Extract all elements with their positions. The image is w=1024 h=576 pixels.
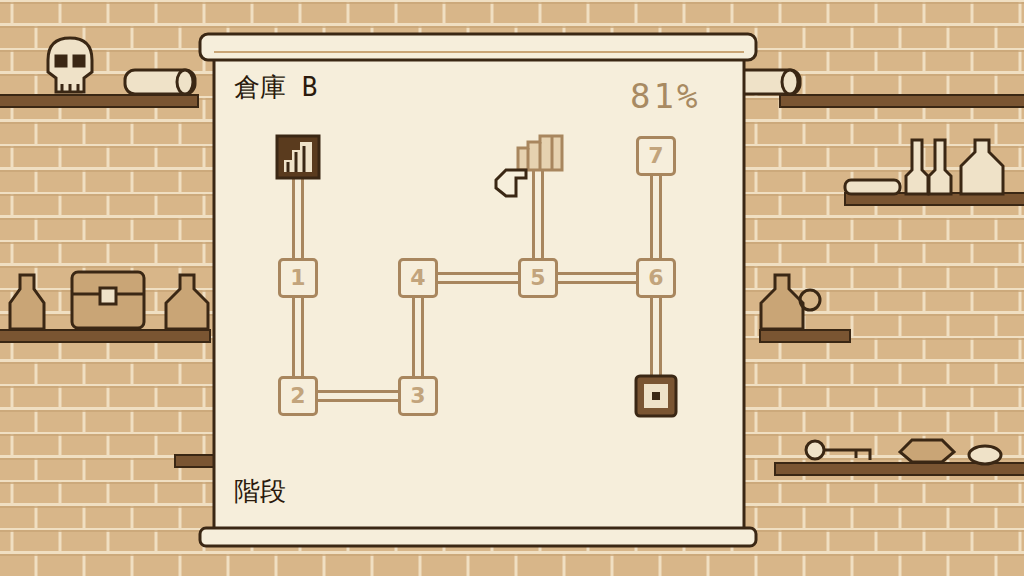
treasure-chest: [72, 272, 144, 328]
pointer-cursor: [496, 170, 526, 196]
completion-percent: 81%: [630, 76, 700, 116]
map-corridor: [298, 170, 656, 376]
room-number: 2: [290, 385, 305, 407]
corridor-stroke: [415, 298, 421, 376]
corridor-stroke: [292, 298, 304, 376]
skull: [48, 38, 92, 92]
room-box: 3: [398, 376, 438, 416]
room-box: 6: [636, 258, 676, 298]
corridor-stroke: [438, 272, 518, 284]
parchment-panel: [200, 34, 756, 546]
corridor-connector: [558, 278, 636, 279]
room-number: 7: [648, 145, 663, 167]
boss-room: [636, 376, 676, 416]
room-box: 5: [518, 258, 558, 298]
stairs-room: [277, 136, 319, 178]
room-number: 3: [410, 385, 425, 407]
corridor-connector: [438, 278, 518, 279]
corridor-connector: [418, 298, 419, 376]
corridor-stroke: [558, 275, 636, 281]
map-title: 倉庫 B: [234, 70, 317, 105]
corridor-stroke: [650, 176, 662, 258]
room-number: 6: [648, 267, 663, 289]
stairs-icon: [518, 136, 562, 170]
corridor-stroke: [318, 393, 398, 399]
corridor-stroke: [558, 272, 636, 284]
room-name: 階段: [234, 474, 286, 509]
corridor-stroke: [318, 390, 398, 402]
corridor-stroke: [295, 298, 301, 376]
corridor-connector: [318, 396, 398, 397]
corridor-stroke: [438, 275, 518, 281]
room-box: 2: [278, 376, 318, 416]
corridor-connector: [298, 298, 299, 376]
key-item: [806, 440, 1001, 464]
room-box: 4: [398, 258, 438, 298]
room-number: 4: [410, 267, 425, 289]
corridor-stroke: [412, 298, 424, 376]
room-number: 1: [290, 267, 305, 289]
room-box: 7: [636, 136, 676, 176]
room-box: 1: [278, 258, 318, 298]
room-number: 5: [530, 267, 545, 289]
corridor-stroke: [653, 176, 659, 258]
corridor-connector: [656, 176, 657, 258]
